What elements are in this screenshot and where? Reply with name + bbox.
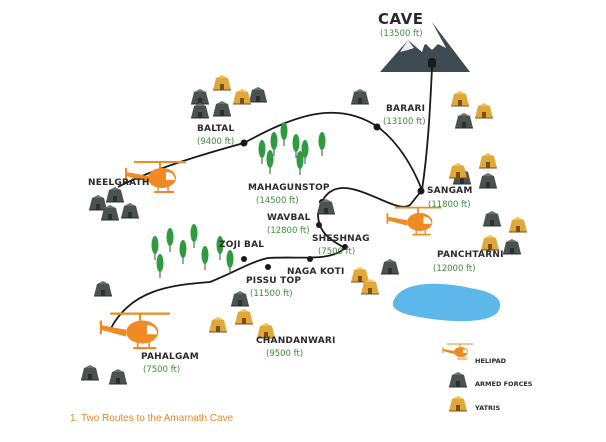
legend-armed-forces-icon [448, 371, 468, 388]
cave-to-sangam-route [421, 67, 433, 191]
legend-helipad-icon [442, 343, 474, 360]
nagakoti-marker [307, 256, 313, 262]
barari-marker [373, 123, 381, 131]
place-altitude-sangam: (11800 ft) [428, 200, 471, 210]
pahalgam-route [109, 187, 423, 331]
place-label-wavbal: WAVBAL [267, 213, 311, 223]
mountain-icon [380, 22, 470, 72]
figure-caption: 1. Two Routes to the Amarnath Cave [70, 413, 234, 424]
wavbal-marker [316, 222, 322, 228]
cave-altitude: (13500 ft) [380, 29, 423, 39]
place-label-neelgrath: NEELGRATH [88, 178, 150, 188]
baltal-route [117, 111, 423, 191]
legend-armed-forces-label: ARMED FORCES [475, 380, 533, 388]
forest-south [151, 223, 234, 279]
place-label-pissutop: PISSU TOP [246, 276, 302, 286]
place-label-chandanwari: CHANDANWARI [256, 336, 336, 346]
legend-helipad-label: HELIPAD [475, 357, 507, 365]
cave-title: CAVE [378, 10, 424, 28]
place-altitude-sheshnag: (7500 ft) [318, 247, 356, 257]
place-label-nagakoti: NAGA KOTI [287, 267, 345, 277]
sangam-marker [417, 187, 425, 195]
legend-yatris-label: YATRIS [475, 404, 501, 412]
helicopter-icon-pahalgam [99, 312, 172, 350]
baltal-marker [240, 139, 248, 147]
place-altitude-mahagunstop: (14500 ft) [256, 196, 299, 206]
place-label-baltal: BALTAL [197, 124, 235, 134]
place-label-mahagunstop: MAHAGUNSTOP [248, 183, 330, 193]
place-altitude-pissutop: (11500 ft) [250, 289, 293, 299]
place-label-sheshnag: SHESHNAG [312, 234, 370, 244]
zojibal-marker [241, 256, 247, 262]
place-label-sangam: SANGAM [427, 186, 473, 196]
place-altitude-wavbal: (12800 ft) [267, 226, 310, 236]
helicopter-icon-panchtarni [386, 206, 443, 236]
place-altitude-baltal: (9400 ft) [197, 137, 235, 147]
legend-yatris-icon [448, 395, 468, 412]
place-altitude-chandanwari: (9500 ft) [266, 349, 304, 359]
place-altitude-pahalgam: (7500 ft) [143, 365, 181, 375]
pissutop-marker [265, 264, 271, 270]
lake [392, 283, 501, 322]
place-label-panchtarni: PANCHTARNI [437, 250, 504, 260]
sheshnag-marker [342, 244, 348, 250]
place-altitude-barari: (13100 ft) [383, 117, 426, 127]
place-label-zojibal: ZOJI BAL [219, 240, 265, 250]
place-label-pahalgam: PAHALGAM [141, 352, 199, 362]
place-label-barari: BARARI [386, 104, 426, 114]
place-altitude-panchtarni: (12000 ft) [433, 264, 476, 274]
